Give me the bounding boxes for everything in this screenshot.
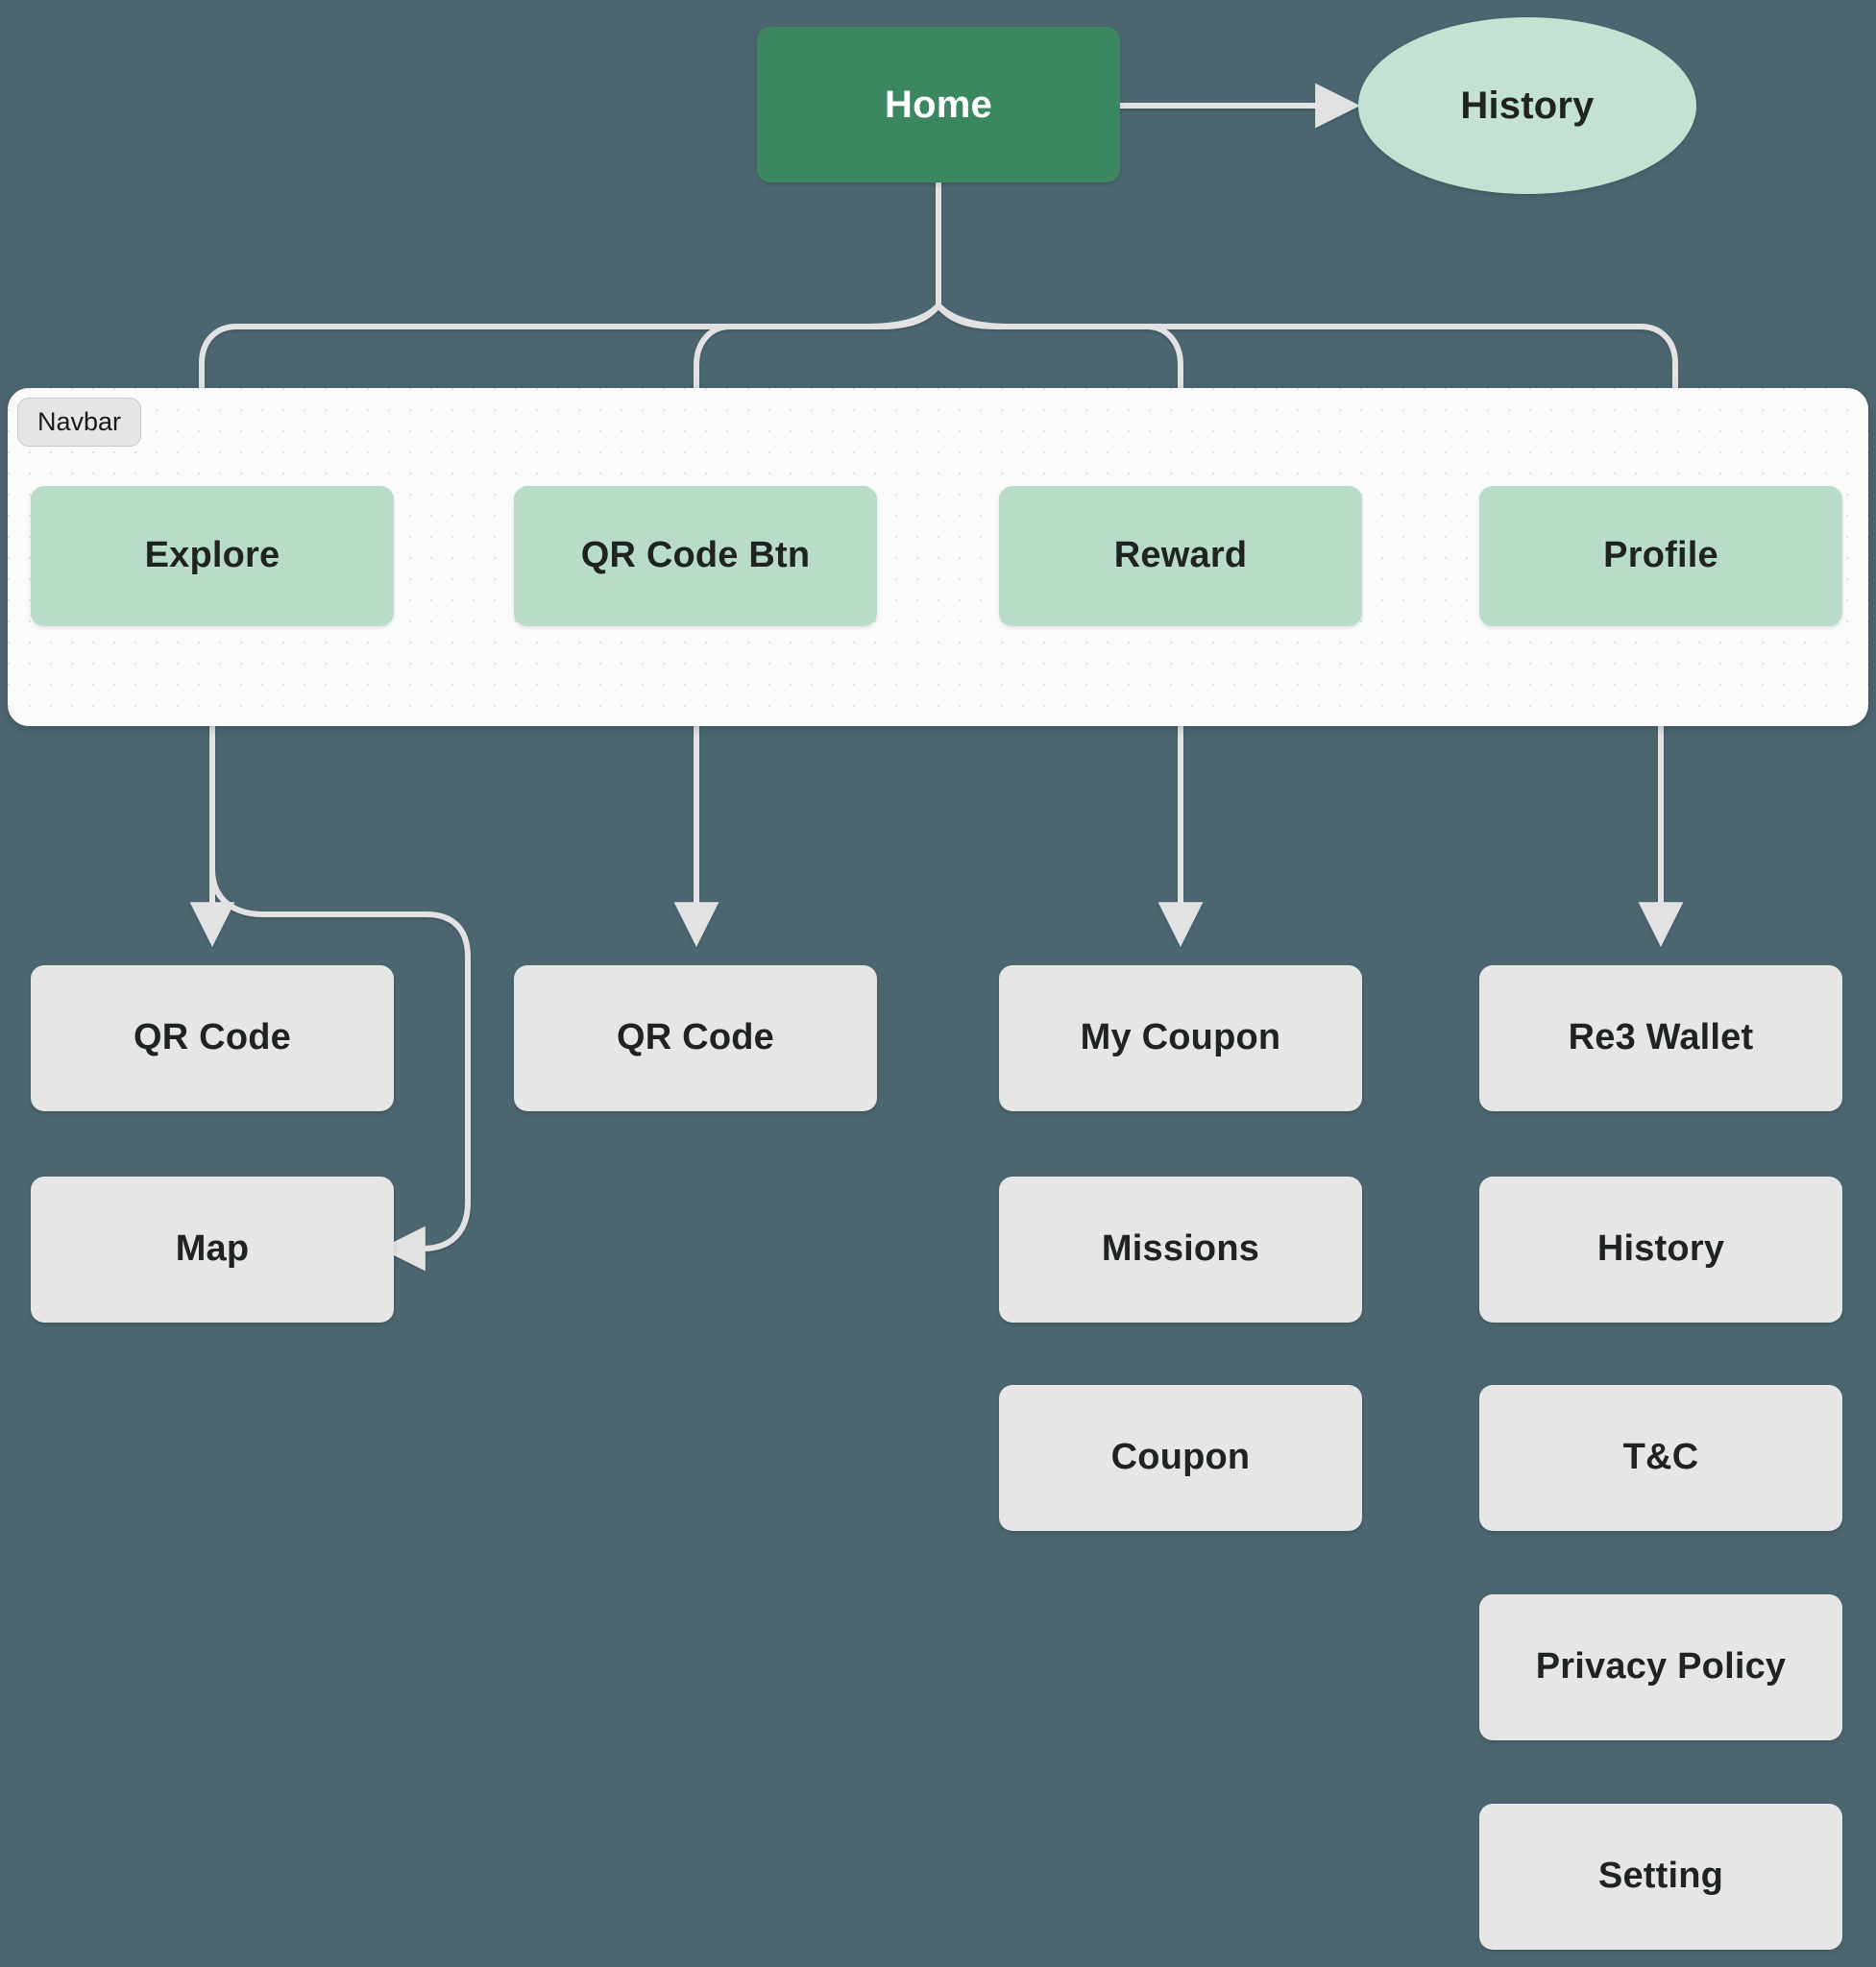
node-history-top[interactable]: History bbox=[1358, 17, 1696, 194]
node-profile[interactable]: Profile bbox=[1479, 486, 1842, 626]
node-qr-code-btn[interactable]: QR Code Btn bbox=[514, 486, 877, 626]
node-explore-map[interactable]: Map bbox=[31, 1177, 394, 1323]
node-my-coupon[interactable]: My Coupon bbox=[999, 965, 1362, 1111]
node-home[interactable]: Home bbox=[757, 27, 1120, 182]
node-re3-wallet[interactable]: Re3 Wallet bbox=[1479, 965, 1842, 1111]
node-explore-qr-code[interactable]: QR Code bbox=[31, 965, 394, 1111]
node-reward[interactable]: Reward bbox=[999, 486, 1362, 626]
node-missions[interactable]: Missions bbox=[999, 1177, 1362, 1323]
node-history[interactable]: History bbox=[1479, 1177, 1842, 1323]
node-btn-qr-code[interactable]: QR Code bbox=[514, 965, 877, 1111]
subgraph-navbar-label: Navbar bbox=[17, 398, 142, 447]
node-coupon[interactable]: Coupon bbox=[999, 1385, 1362, 1531]
node-explore[interactable]: Explore bbox=[31, 486, 394, 626]
node-setting[interactable]: Setting bbox=[1479, 1804, 1842, 1950]
node-privacy-policy[interactable]: Privacy Policy bbox=[1479, 1594, 1842, 1740]
node-tc[interactable]: T&C bbox=[1479, 1385, 1842, 1531]
